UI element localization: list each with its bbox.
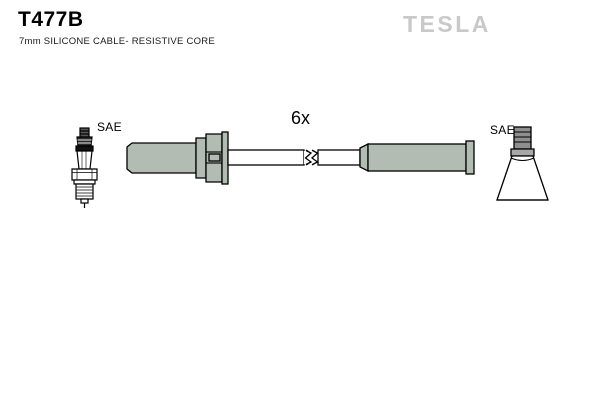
- page-title: T477B: [18, 8, 84, 31]
- spark-plug-icon: [71, 127, 98, 208]
- distributor-boot: [496, 126, 549, 201]
- part-description: 7mm SILICONE CABLE- RESISTIVE CORE: [19, 36, 215, 47]
- silicone-cable-left-segment: [227, 149, 305, 166]
- quantity-label: 6x: [291, 108, 311, 128]
- cable-break-symbol: [303, 149, 319, 166]
- sae-label-left: SAE: [97, 120, 122, 134]
- coil-connector: [359, 140, 475, 175]
- silicone-cable-right-segment: [317, 149, 361, 166]
- spark-plug-boot: [126, 131, 229, 185]
- brand-logo: TESLA: [403, 11, 491, 37]
- sae-label-right: SAE: [490, 123, 515, 137]
